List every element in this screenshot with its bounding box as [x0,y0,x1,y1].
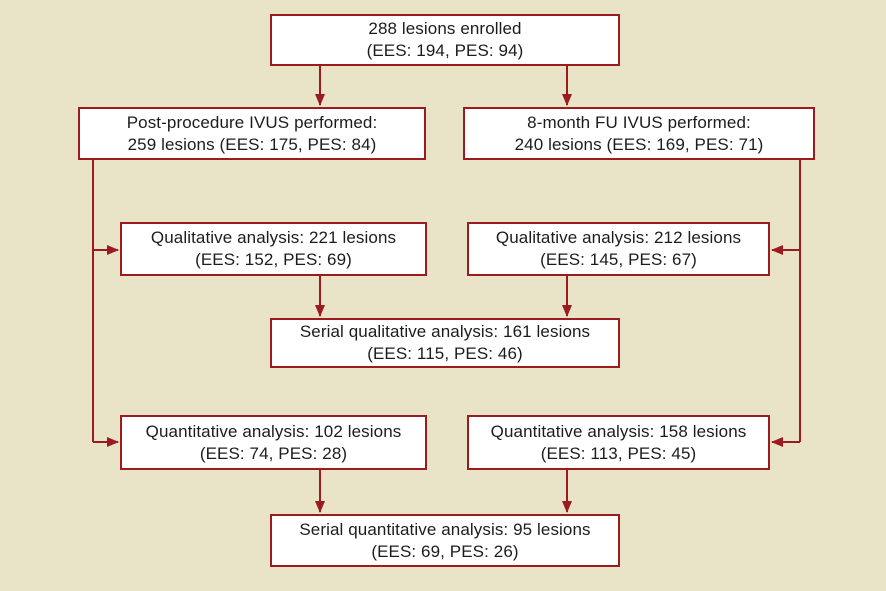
box-8-month-fu-ivus: 8-month FU IVUS performed: 240 lesions (… [463,107,815,160]
box-quantitative-post-line2: (EES: 74, PES: 28) [199,443,348,463]
box-qualitative-fu: Qualitative analysis: 212 lesions (EES: … [467,222,770,276]
box-enrolled: 288 lesions enrolled (EES: 194, PES: 94) [270,14,620,66]
box-serial-qualitative: Serial qualitative analysis: 161 lesions… [270,318,620,368]
box-qualitative-post: Qualitative analysis: 221 lesions (EES: … [120,222,427,276]
box-serial-qualitative-line1: Serial qualitative analysis: 161 lesions [299,322,591,342]
box-post-procedure-ivus: Post-procedure IVUS performed: 259 lesio… [78,107,426,160]
box-quantitative-fu-line2: (EES: 113, PES: 45) [540,443,697,463]
box-serial-quantitative: Serial quantitative analysis: 95 lesions… [270,514,620,567]
box-serial-qualitative-line2: (EES: 115, PES: 46) [367,344,523,363]
box-8-month-fu-ivus-line2: 240 lesions (EES: 169, PES: 71) [514,134,764,154]
box-serial-quantitative-line1: Serial quantitative analysis: 95 lesions [299,519,591,539]
box-qualitative-fu-line1: Qualitative analysis: 212 lesions [495,228,742,248]
box-serial-quantitative-line2: (EES: 69, PES: 26) [371,541,519,561]
box-enrolled-line2: (EES: 194, PES: 94) [366,41,524,60]
box-qualitative-post-line1: Qualitative analysis: 221 lesions [150,228,397,248]
box-8-month-fu-ivus-line1: 8-month FU IVUS performed: [527,112,751,132]
box-qualitative-post-line2: (EES: 152, PES: 69) [195,250,352,269]
box-qualitative-fu-line2: (EES: 145, PES: 67) [540,250,697,269]
box-post-procedure-ivus-line2: 259 lesions (EES: 175, PES: 84) [127,134,377,154]
box-quantitative-fu: Quantitative analysis: 158 lesions (EES:… [467,415,770,470]
box-quantitative-post-line1: Quantitative analysis: 102 lesions [145,421,402,441]
box-enrolled-line1: 288 lesions enrolled [368,19,522,39]
box-quantitative-fu-line1: Quantitative analysis: 158 lesions [490,421,747,441]
box-post-procedure-ivus-line1: Post-procedure IVUS performed: [126,112,378,132]
box-quantitative-post: Quantitative analysis: 102 lesions (EES:… [120,415,427,470]
